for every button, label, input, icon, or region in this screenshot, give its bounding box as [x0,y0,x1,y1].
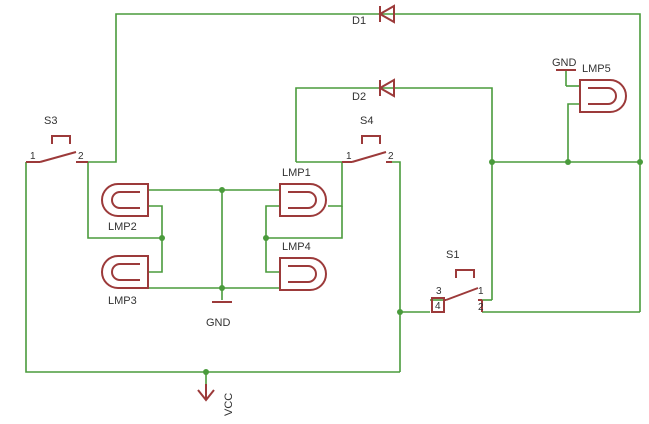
diode-d1-label: D1 [352,15,366,27]
switch-s4-label: S4 [360,115,373,127]
switch-s3-pin1: 1 [30,151,36,162]
switch-s4-pin1: 1 [346,151,352,162]
switch-s1-actuator [455,269,475,278]
lamp-lmp1: LMP1 [279,167,327,217]
lamp-lmp5-label: LMP5 [582,63,611,75]
lamp-lmp3-label: LMP3 [108,295,137,307]
switch-s1-blade [445,287,479,301]
lamp-lmp4-label: LMP4 [282,241,311,253]
switch-s3-actuator [51,135,71,144]
wire-lmp-right-to-s4 [328,162,343,207]
switch-s4: S4 1 2 [342,115,394,163]
switch-s1-pin4-box [431,297,445,313]
switch-s1-pin4: 4 [435,301,441,312]
gnd-label: GND [552,57,577,69]
gnd-label: GND [206,317,231,329]
lamp-lmp3-filament [111,263,140,281]
diode-d2-symbol [377,78,395,98]
lamp-lmp5-symbol [579,79,627,113]
junction-dot [219,285,225,291]
switch-s4-pin2: 2 [388,151,394,162]
lamp-lmp1-filament [288,191,317,209]
junction-dot [203,369,209,375]
wire-s4-right [392,161,401,372]
switch-s1-pin1: 1 [478,286,484,297]
lamp-lmp1-symbol [279,183,327,217]
switch-s1-pin3: 3 [436,286,442,297]
vcc-symbol: VCC [197,384,235,416]
junction-dot [637,159,643,165]
diode-d1: D1 [352,4,395,27]
junction-dot [263,235,269,241]
gnd-symbol-lmp5: GND [552,57,577,71]
junction-dot [489,159,495,165]
gnd-symbol-lamps: GND [206,301,232,329]
wire-lmp5 [567,103,580,162]
wire-vcc-loop [25,162,400,373]
vcc-label: VCC [223,393,235,416]
lamp-lmp2-label: LMP2 [108,221,137,233]
switch-s1-label: S1 [446,249,459,261]
wire-s3-lamps [87,162,162,239]
junction-dot [565,159,571,165]
lamp-lmp2-filament [111,191,140,209]
wire-d1-loop [88,13,641,312]
junction-dot [397,309,403,315]
lamp-lmp2-symbol [101,183,149,217]
lamp-lmp4-filament [288,265,317,283]
lamp-lmp3-symbol [101,255,149,289]
switch-s3-label: S3 [44,115,57,127]
switch-s4-actuator [361,135,381,144]
switch-s4-blade [351,151,387,163]
junction-dot [219,187,225,193]
lamp-lmp5-filament [588,87,617,105]
diode-d2: D2 [352,78,395,103]
lamp-lmp2: LMP2 [101,183,149,233]
wires [25,13,641,390]
diode-d2-label: D2 [352,91,366,103]
switch-s3-pin2: 2 [78,151,84,162]
lamp-lmp4-symbol [279,257,327,291]
lamp-lmp1-label: LMP1 [282,167,311,179]
switch-s1: S1 3 4 1 2 [431,249,484,313]
switch-s3: S3 1 2 [26,115,88,163]
junction-dot [159,235,165,241]
junctions [159,159,643,375]
wire-lmp-right-gap [266,206,343,239]
lamp-lmp4: LMP4 [279,241,327,291]
lamp-lmp5: LMP5 [579,63,627,113]
lamp-lmp3: LMP3 [101,255,149,307]
diode-d1-symbol [377,4,395,24]
switch-s1-pin2: 2 [478,302,484,313]
switch-s3-blade [39,151,77,163]
